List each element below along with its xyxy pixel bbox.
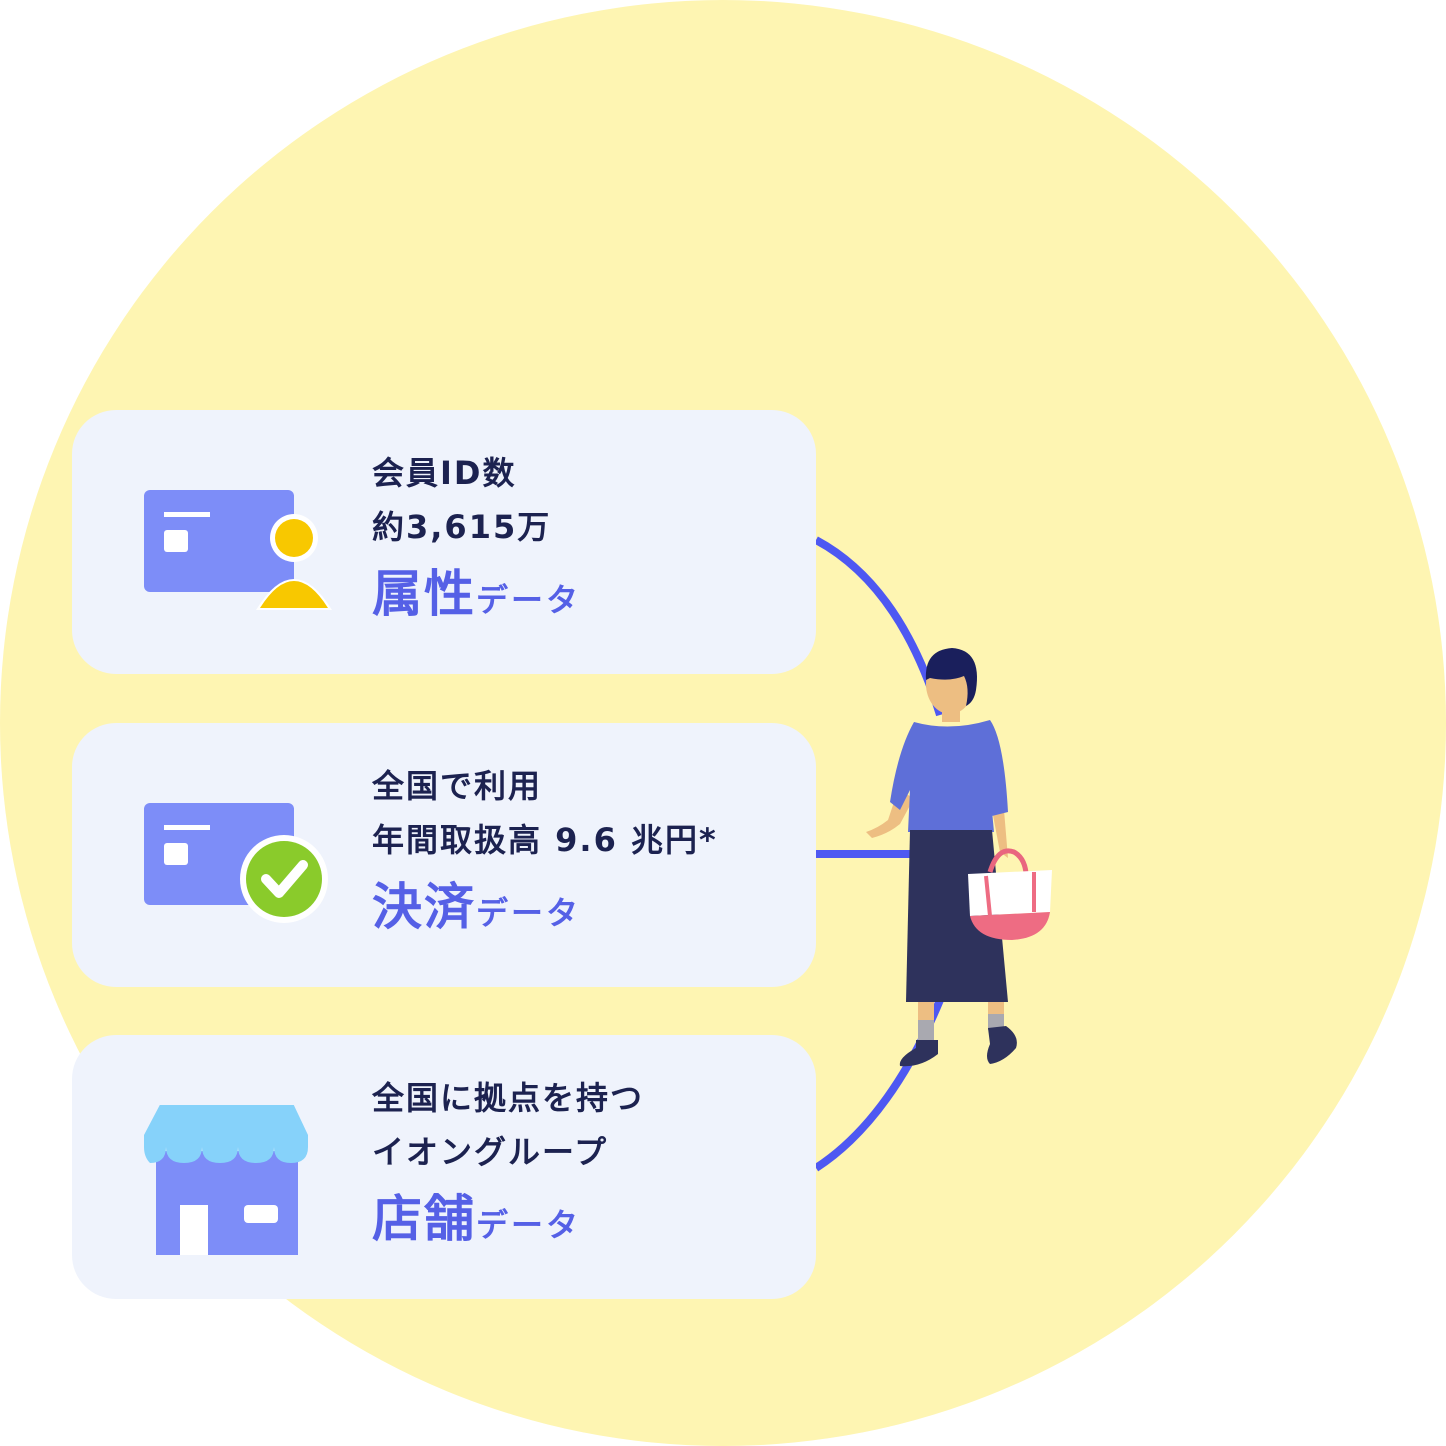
card-title-main: 店舗 <box>372 1190 476 1248</box>
card-line2: イオングループ <box>372 1133 609 1171</box>
card-title-suffix: データ <box>476 581 582 619</box>
card-title-main: 決済 <box>372 878 476 936</box>
card-line2: 年間取扱高 9.6 兆円* <box>372 821 718 859</box>
check-icon <box>261 860 308 898</box>
store-data-card: 全国に拠点を持つ イオングループ 店舗データ <box>72 1035 816 1299</box>
member-card-icon <box>144 490 332 610</box>
card-title-main: 属性 <box>372 565 476 623</box>
store-icon <box>144 1105 308 1255</box>
payment-data-card: 全国で利用 年間取扱高 9.6 兆円* 決済データ <box>72 723 816 987</box>
card-line1: 全国に拠点を持つ <box>372 1079 645 1117</box>
card-line2: 約3,615万 <box>372 508 552 546</box>
card-title-suffix: データ <box>476 894 582 932</box>
card-title: 決済データ <box>372 875 718 951</box>
attribute-data-card: 会員ID数 約3,615万 属性データ <box>72 410 816 674</box>
card-line1: 会員ID数 <box>372 454 517 492</box>
card-line1: 全国で利用 <box>372 767 543 805</box>
card-title: 属性データ <box>372 562 581 638</box>
shopper-illustration <box>866 648 1052 1067</box>
card-title: 店舗データ <box>372 1187 644 1263</box>
card-title-suffix: データ <box>476 1206 582 1244</box>
payment-card-icon <box>144 803 328 923</box>
